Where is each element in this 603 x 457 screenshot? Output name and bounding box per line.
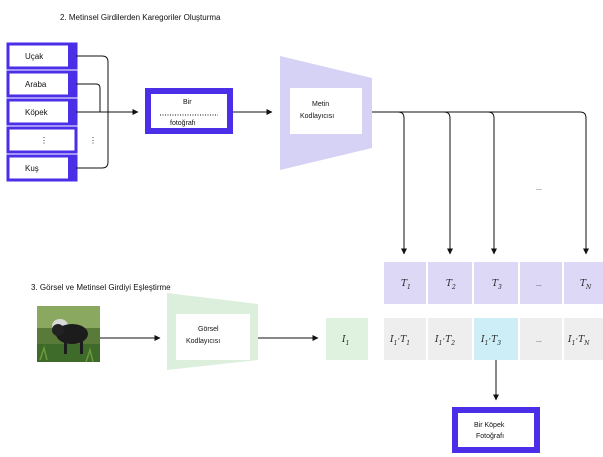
text-embedding-row: T1 T2 T3 ... TN (384, 262, 603, 304)
template-line1: Bir (183, 99, 192, 106)
text-embedding-connectors (372, 111, 589, 255)
t-cell-label: TN (580, 279, 592, 291)
category-araba: Araba (6, 70, 78, 98)
category-label: Köpek (25, 108, 49, 117)
result-line2: Fotoğrafı (476, 433, 504, 440)
text-encoder-line2: Kodlayıcısı (300, 113, 334, 120)
similarity-row: I1·T1 I1·T2 I1·T3 ... I1·TN (384, 318, 603, 360)
template-box: Bir fotoğrafı (145, 88, 233, 134)
section3-title: 3. Görsel ve Metinsel Girdiyi Eşleştirme (31, 283, 171, 292)
section2-title: 2. Metinsel Girdilerden Karegoriler Oluş… (60, 13, 221, 22)
category-uçak: Uçak (6, 42, 78, 70)
t-cell-label: T3 (492, 279, 502, 291)
i1-label: I1 (341, 335, 349, 347)
template-line2: fotoğrafı (170, 120, 196, 127)
ellipsis: ... (536, 337, 542, 344)
t-cell-label: T1 (401, 279, 411, 291)
image-encoder: Görsel Kodlayıcısı (167, 293, 258, 370)
result-line1: Bir Köpek (474, 422, 505, 429)
category-kuş: Kuş (6, 154, 78, 182)
result-box: Bir Köpek Fotoğrafı (452, 407, 540, 453)
vertical-ellipsis: ⋮ (40, 136, 48, 145)
similarity-cell-label: I1·T1 (389, 335, 410, 347)
image-encoder-line2: Kodlayıcısı (186, 338, 220, 345)
dog-photo-icon (37, 306, 100, 363)
vertical-ellipsis: ⋮ (89, 136, 97, 145)
category-connectors (76, 55, 139, 169)
category-label: Uçak (25, 52, 44, 61)
similarity-cell-label: I1·T3 (480, 335, 501, 347)
ellipsis: ... (536, 281, 542, 288)
category-label: Kuş (25, 164, 39, 173)
category-label: Araba (25, 80, 47, 89)
similarity-cell-label: I1·TN (567, 335, 590, 347)
category-köpek: Köpek (6, 98, 78, 126)
similarity-cell-label: I1·T2 (434, 335, 455, 347)
text-encoder-line1: Metin (312, 101, 329, 108)
t-cell-label: T2 (446, 279, 456, 291)
ellipsis: ... (536, 185, 542, 192)
image-embedding: I1 (326, 318, 368, 360)
image-encoder-line1: Görsel (198, 326, 219, 333)
text-encoder: Metin Kodlayıcısı (280, 56, 372, 170)
match-cell (474, 318, 518, 360)
category-ellipsis-box: ⋮ (6, 126, 78, 154)
